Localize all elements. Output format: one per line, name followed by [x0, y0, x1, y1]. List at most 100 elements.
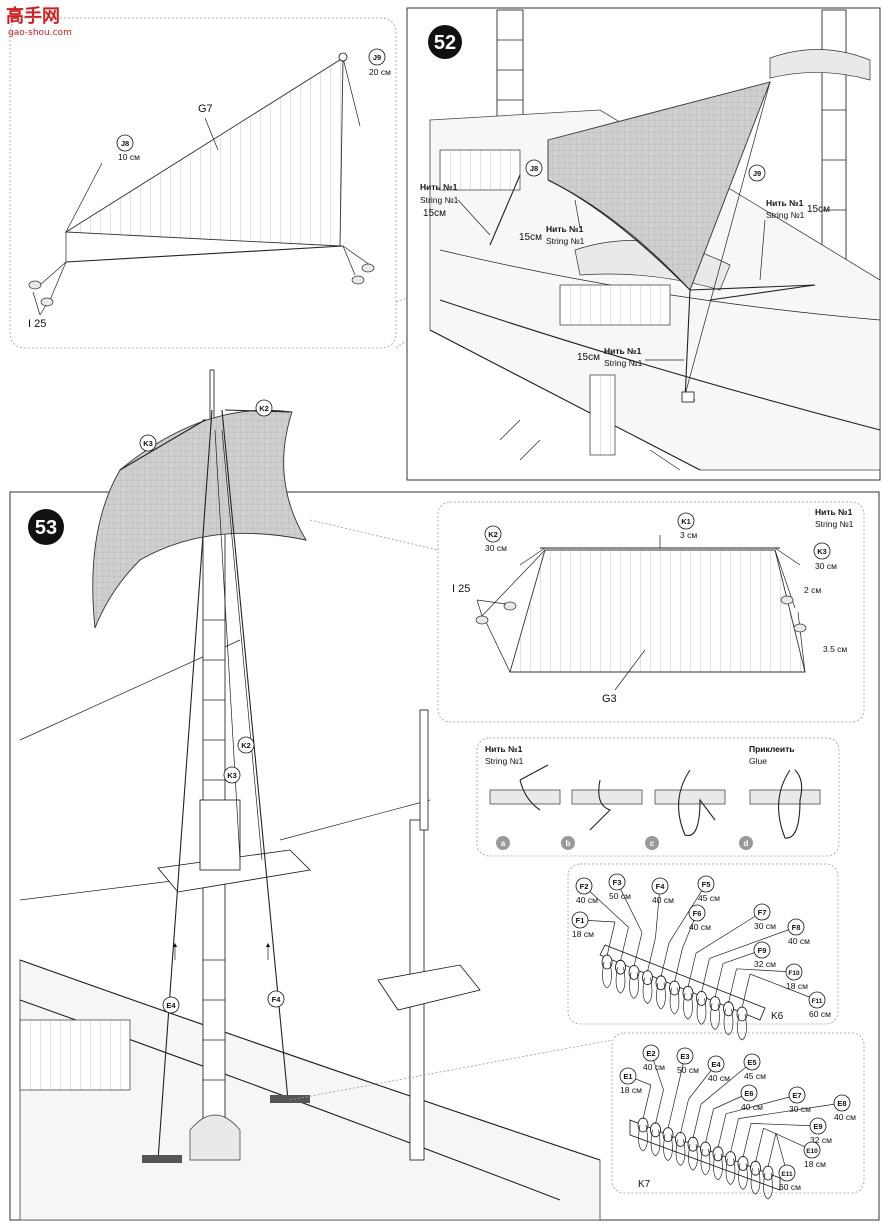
svg-text:40 см: 40 см [643, 1062, 665, 1072]
sail-g3-label: G3 [602, 693, 617, 705]
step52-badge [428, 25, 462, 59]
callout-j8 [116, 134, 134, 152]
step52-number: 52 [434, 32, 456, 54]
e-rail-callout-e10: E10 18 см [763, 1127, 826, 1169]
callout-j9-main-id: J9 [753, 169, 761, 178]
svg-text:18 см: 18 см [786, 981, 808, 991]
knot-step-a: a [496, 836, 510, 850]
f-rail-pin-f6 [669, 947, 683, 1015]
rail-k6-label: K6 [771, 1011, 784, 1022]
f-rail-pin-f5 [655, 942, 670, 1010]
svg-text:K2: K2 [488, 530, 498, 539]
svg-text:30 см: 30 см [815, 561, 837, 571]
e-rail-pin-e11 [762, 1132, 777, 1200]
dim-3-5cm: 3.5 см [823, 644, 847, 654]
svg-text:E4: E4 [711, 1060, 721, 1069]
f-rail-pin-f2 [615, 927, 629, 994]
sail-g7 [64, 57, 344, 247]
sail-g7-label: G7 [198, 103, 213, 115]
step53-panel: 53 K2 [9, 369, 880, 1221]
block-icon [40, 297, 54, 307]
callout-j8-main [525, 159, 543, 177]
svg-text:30 см: 30 см [754, 921, 776, 931]
svg-text:F7: F7 [758, 908, 767, 917]
e-rail-pin-e4 [675, 1099, 689, 1166]
rail-k7-label: K7 [638, 1179, 651, 1190]
svg-text:Нить №1: Нить №1 [546, 224, 584, 234]
svg-text:String №1: String №1 [766, 210, 805, 220]
e-rail-pin-e3 [662, 1094, 677, 1162]
string-label-4: Нить №1 String №1 15см [577, 346, 684, 368]
e-rail-pin-e5 [687, 1104, 702, 1171]
callout-j9-length: 20 см [369, 67, 391, 77]
svg-text:40 см: 40 см [788, 936, 810, 946]
watermark-logo: 高手网 gao-shou.com [6, 5, 72, 38]
svg-text:c: c [650, 839, 655, 848]
string-label-2: Нить №1 String №1 15см [519, 199, 585, 246]
svg-text:E10: E10 [806, 1148, 818, 1155]
callout-k1: K1 3 см [677, 512, 697, 540]
watermark-url: gao-shou.com [8, 28, 72, 38]
string-label-3: Нить №1 String №1 15см [759, 198, 830, 281]
svg-text:String №1: String №1 [604, 358, 643, 368]
svg-text:15см: 15см [423, 208, 446, 219]
glue-ru: Приклеить [749, 744, 795, 754]
svg-text:Нить №1: Нить №1 [604, 346, 642, 356]
svg-text:K3: K3 [817, 547, 827, 556]
svg-text:F11: F11 [812, 998, 823, 1005]
step52-detail-inset: G7 J9 20 см J8 10 см I 25 [9, 17, 397, 349]
knot-steps-inset: Нить №1 String №1 Приклеить Glue a b c d [476, 737, 840, 857]
e-rail-pin-e10 [750, 1128, 764, 1195]
knot-step-d: d [739, 836, 753, 850]
svg-text:18 см: 18 см [620, 1085, 642, 1095]
knot-step-c: c [645, 836, 659, 850]
e-rail-callout-e11: E11 60 см [775, 1132, 801, 1192]
block-icon [28, 280, 42, 290]
svg-text:45 см: 45 см [744, 1071, 766, 1081]
svg-text:K2: K2 [241, 741, 251, 750]
svg-text:E3: E3 [680, 1052, 689, 1061]
f-rail-callout-f7: F7 30 см [695, 903, 776, 954]
svg-text:F1: F1 [576, 916, 585, 925]
svg-text:E11: E11 [781, 1171, 793, 1178]
svg-text:50 см: 50 см [609, 891, 631, 901]
block-i25-label: I 25 [28, 318, 46, 330]
step52-panel: 52 J8 J9 Нить №1 String № [395, 7, 881, 481]
f-rail-pin-f1 [601, 921, 616, 989]
svg-text:F4: F4 [656, 882, 666, 891]
sail-g3 [509, 549, 806, 673]
e-rail-callout-e2: E2 40 см [642, 1044, 665, 1090]
svg-text:String №1: String №1 [420, 195, 459, 205]
svg-text:60 см: 60 см [779, 1182, 801, 1192]
svg-text:F8: F8 [792, 923, 801, 932]
sail-inset-string-ru: Нить №1 [815, 507, 853, 517]
f-rail-callout-f8: F8 40 см [709, 918, 810, 959]
f-rail-pin-f10 [723, 968, 737, 1036]
f-rail-pin-f11 [736, 973, 751, 1041]
sail-g3-installed [92, 409, 307, 629]
svg-text:E2: E2 [646, 1049, 655, 1058]
svg-text:18 см: 18 см [804, 1159, 826, 1169]
svg-text:F4: F4 [272, 995, 282, 1004]
svg-text:32 см: 32 см [810, 1135, 832, 1145]
callout-f4: F4 [267, 990, 285, 1008]
callout-k3-inset: K3 30 см [813, 542, 837, 571]
callout-k2-inset: K2 30 см [484, 525, 507, 553]
svg-text:E9: E9 [813, 1122, 822, 1131]
svg-text:F2: F2 [580, 882, 589, 891]
e-rail-pin-e6 [700, 1108, 714, 1176]
svg-text:E5: E5 [747, 1058, 756, 1067]
callout-k3-mid: K3 [223, 766, 241, 784]
step53-number: 53 [35, 517, 57, 539]
svg-text:K2: K2 [259, 404, 269, 413]
block-icon [361, 263, 375, 273]
